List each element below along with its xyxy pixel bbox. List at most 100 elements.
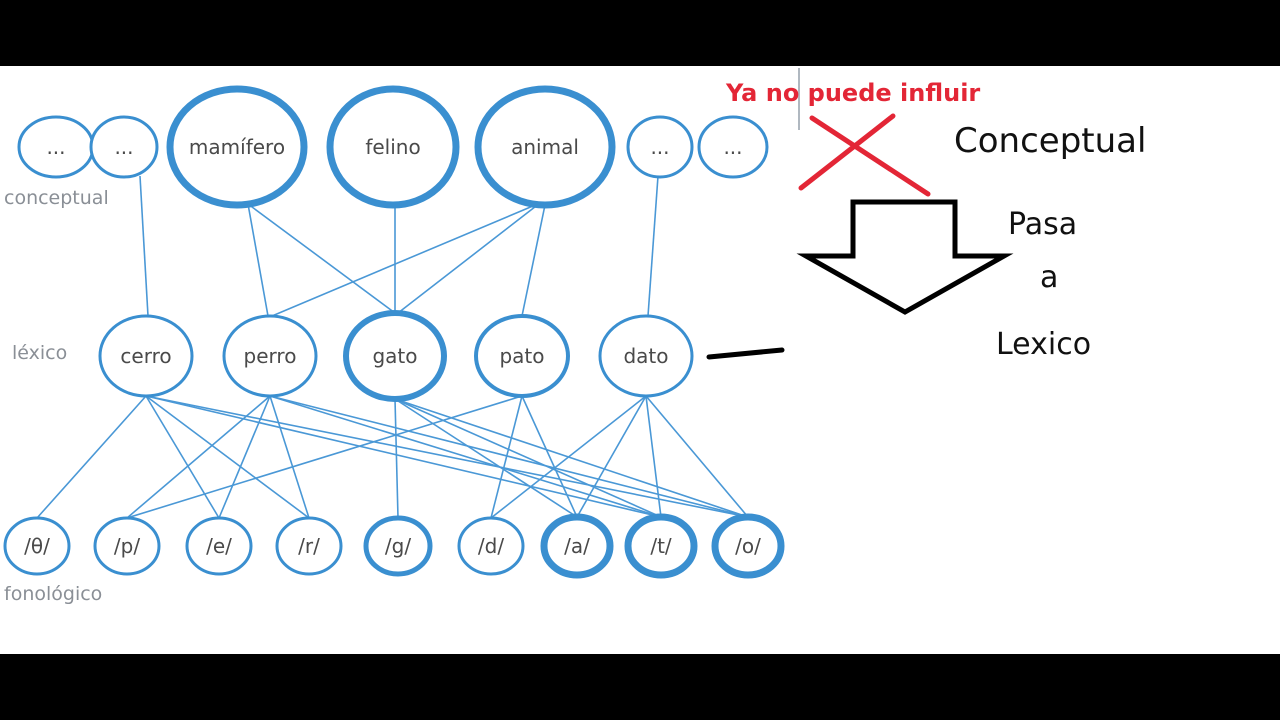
- phoneme-node: /o/: [711, 513, 785, 579]
- layer-label-conceptual: conceptual: [4, 187, 109, 209]
- concept-node: felino: [326, 85, 460, 209]
- lexical-node-label: pato: [499, 344, 544, 368]
- edge-lexical-phoneme: [36, 395, 147, 519]
- phoneme-node: /g/: [363, 515, 433, 577]
- nodes-layer: ...... mamífero felino animal...... cerro per…: [3, 85, 785, 579]
- edge-lexical-phoneme: [145, 395, 749, 518]
- lexical-node: pato: [474, 314, 570, 398]
- edge-lexical-phoneme: [521, 395, 578, 518]
- lexical-node: gato: [343, 310, 447, 402]
- lexical-node: cerro: [98, 314, 194, 398]
- pointer-dash: [706, 347, 785, 360]
- concept-node: ...: [626, 115, 694, 179]
- annotation-conceptual: Conceptual: [954, 121, 1146, 161]
- concept-node: ...: [89, 115, 159, 179]
- annotation-lexico: Lexico: [996, 327, 1091, 362]
- edge-lexical-phoneme: [218, 395, 271, 519]
- lexical-node-label: dato: [623, 344, 668, 368]
- concept-node-label: ...: [723, 135, 742, 159]
- edge-lexical-phoneme: [645, 395, 662, 518]
- lexical-node-circle: [474, 314, 570, 398]
- lexical-node: dato: [598, 314, 694, 398]
- layer-label-lexico: léxico: [12, 342, 67, 364]
- concept-node: animal: [474, 85, 616, 209]
- concept-node-label: ...: [114, 135, 133, 159]
- lexical-node-circle: [222, 314, 318, 398]
- edge-concept-lexical: [647, 175, 659, 317]
- edge-lexical-phoneme: [126, 395, 271, 519]
- concept-node-label: ...: [650, 135, 669, 159]
- concept-node-circle: [697, 115, 769, 179]
- red-cross-icon: [798, 113, 931, 197]
- phoneme-node-circle: [711, 513, 785, 579]
- concept-node-circle: [326, 85, 460, 209]
- lexical-node-label: cerro: [120, 344, 171, 368]
- edge-concept-lexical: [139, 175, 149, 317]
- phoneme-node-circle: [363, 515, 433, 577]
- phoneme-node: /d/: [457, 516, 525, 576]
- phoneme-node: /a/: [540, 513, 614, 579]
- phoneme-node-circle: [624, 513, 698, 579]
- edge-concept-lexical: [247, 203, 269, 317]
- edge-lexical-phoneme: [394, 398, 578, 518]
- concept-node-label: animal: [511, 135, 579, 159]
- phoneme-node-label: /o/: [735, 534, 761, 558]
- concept-node-circle: [166, 85, 308, 209]
- lexical-node: perro: [222, 314, 318, 398]
- layer-label-fonologico: fonológico: [4, 583, 102, 605]
- phoneme-node: /e/: [185, 516, 253, 576]
- concept-node-label: felino: [365, 135, 420, 159]
- phoneme-node-label: /t/: [650, 534, 672, 558]
- edge-lexical-phoneme: [394, 398, 662, 518]
- lexical-node-circle: [598, 314, 694, 398]
- phoneme-node-circle: [93, 516, 161, 576]
- edge-lexical-phoneme: [394, 398, 399, 519]
- phoneme-node-circle: [457, 516, 525, 576]
- concept-node: ...: [17, 115, 95, 179]
- lexical-node-label: perro: [244, 344, 297, 368]
- concept-node-circle: [89, 115, 159, 179]
- concept-node-circle: [474, 85, 616, 209]
- concept-node: ...: [697, 115, 769, 179]
- blocked-note: Ya no puede influir: [725, 79, 980, 107]
- concept-node: mamífero: [166, 85, 308, 209]
- annotation-a: a: [1040, 260, 1058, 295]
- edge-lexical-phoneme: [269, 395, 749, 518]
- phoneme-node-circle: [540, 513, 614, 579]
- phoneme-node-label: /θ/: [24, 534, 50, 558]
- edge-lexical-phoneme: [645, 395, 749, 518]
- edge-lexical-phoneme: [145, 395, 662, 518]
- phoneme-node-circle: [275, 516, 343, 576]
- concept-node-circle: [626, 115, 694, 179]
- annotation-pasa: Pasa: [1008, 207, 1077, 242]
- edge-concept-lexical: [521, 204, 546, 317]
- lexical-node-label: gato: [372, 344, 417, 368]
- edge-lexical-phoneme: [126, 395, 523, 519]
- phoneme-node-label: /d/: [478, 534, 504, 558]
- edge-concept-lexical: [397, 202, 541, 314]
- network-diagram: ...... mamífero felino animal...... cerro per…: [3, 68, 1146, 605]
- phoneme-node-label: /p/: [114, 534, 140, 558]
- phoneme-node-label: /r/: [298, 534, 320, 558]
- edges-layer: [36, 175, 749, 519]
- phoneme-node: /r/: [275, 516, 343, 576]
- lexical-node-circle: [98, 314, 194, 398]
- edge-lexical-phoneme: [145, 395, 220, 519]
- phoneme-node-label: /e/: [206, 534, 232, 558]
- edge-concept-lexical: [247, 203, 396, 314]
- edge-lexical-phoneme: [490, 395, 523, 519]
- edge-lexical-phoneme: [394, 398, 749, 518]
- phoneme-node-circle: [3, 516, 71, 576]
- concept-node-label: mamífero: [189, 135, 285, 159]
- edge-lexical-phoneme: [576, 395, 647, 518]
- edge-lexical-phoneme: [269, 395, 310, 519]
- edge-lexical-phoneme: [269, 395, 662, 518]
- concept-node-label: ...: [46, 135, 65, 159]
- phoneme-node: /p/: [93, 516, 161, 576]
- phoneme-node: /t/: [624, 513, 698, 579]
- phoneme-node-circle: [185, 516, 253, 576]
- edge-lexical-phoneme: [145, 395, 310, 519]
- down-arrow-icon: [796, 199, 1014, 315]
- phoneme-node-label: /g/: [385, 534, 411, 558]
- phoneme-node-label: /a/: [564, 534, 590, 558]
